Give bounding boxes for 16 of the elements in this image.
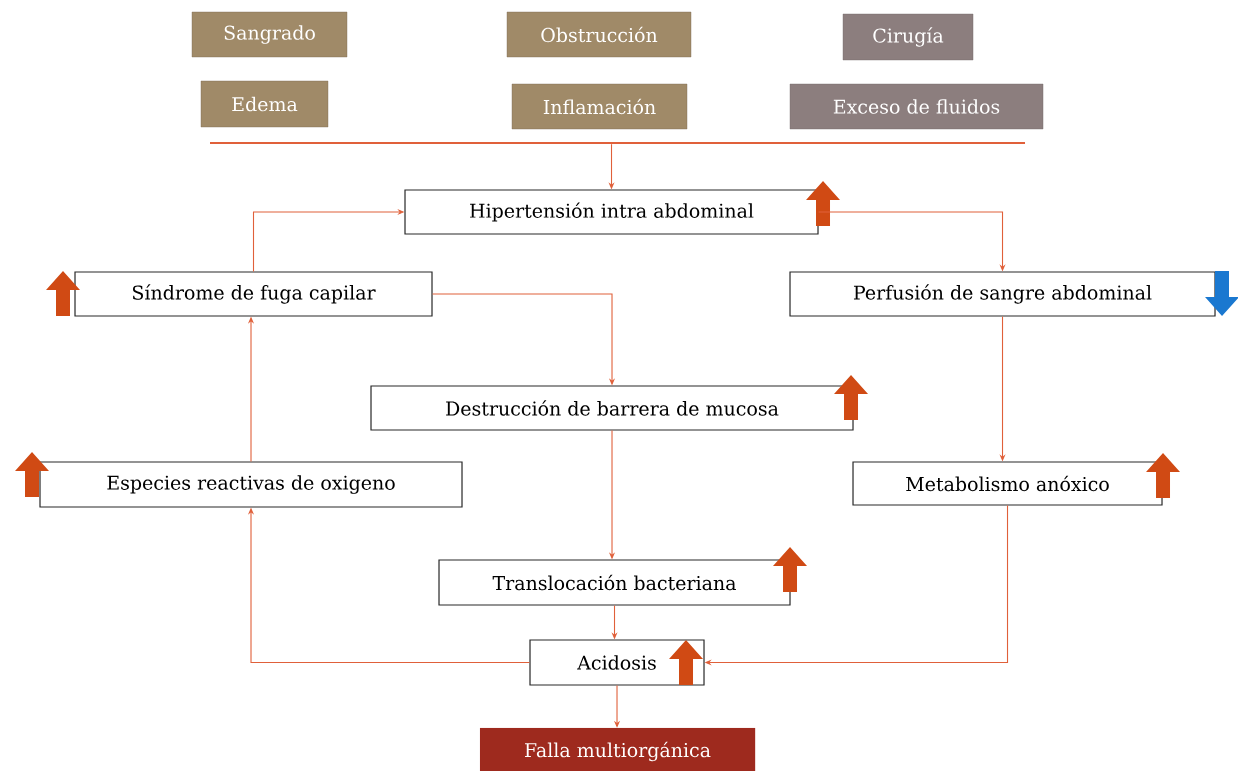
cause-box: Obstrucción — [506, 11, 692, 58]
process-box: Destrucción de barrera de mucosa — [370, 385, 854, 431]
cause-box: Cirugía — [842, 13, 974, 61]
process-box: Acidosis — [529, 639, 705, 686]
cause-box: Inflamación — [511, 83, 688, 130]
process-box: Translocación bacteriana — [438, 559, 791, 606]
collector-line — [210, 142, 1025, 144]
cause-box: Exceso de fluidos — [789, 83, 1044, 130]
process-box: Perfusión de sangre abdominal — [789, 271, 1216, 317]
process-box: Hipertensión intra abdominal — [404, 189, 819, 235]
process-box: Especies reactivas de oxigeno — [39, 461, 463, 508]
cause-box: Sangrado — [191, 11, 348, 58]
process-box: Síndrome de fuga capilar — [74, 271, 433, 317]
cause-box: Edema — [200, 80, 329, 128]
process-box: Metabolismo anóxico — [852, 461, 1163, 506]
outcome-box: Falla multiorgánica — [479, 727, 756, 771]
